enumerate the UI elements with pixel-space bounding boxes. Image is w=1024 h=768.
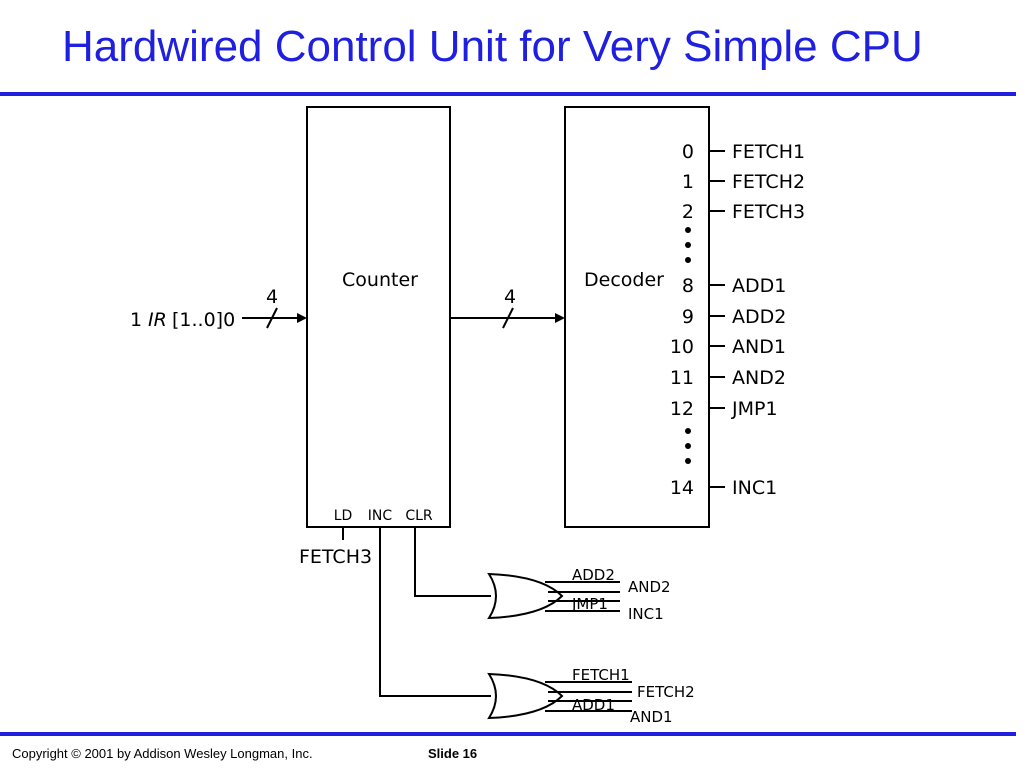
ellipsis-dot (685, 257, 691, 263)
output-signal: AND1 (732, 336, 786, 358)
gate-inc-input-label: ADD1 (572, 696, 615, 714)
gate-clr-input-label: ADD2 (572, 566, 615, 584)
output-signal: JMP1 (731, 398, 778, 420)
gate-inc-input-label: FETCH2 (637, 683, 695, 701)
title-divider (0, 92, 1016, 96)
output-index: 0 (682, 141, 694, 163)
footer-divider (0, 732, 1016, 736)
counter-pin-inc: INC (368, 508, 393, 524)
gate-clr-input-label: INC1 (628, 605, 664, 623)
copyright-text: Copyright © 2001 by Addison Wesley Longm… (12, 746, 313, 761)
output-index: 2 (682, 201, 694, 223)
slide-number: Slide 16 (428, 746, 478, 761)
input-prefix: 1 (130, 309, 142, 331)
output-index: 1 (682, 171, 694, 193)
output-index: 10 (670, 336, 694, 358)
output-index: 14 (670, 477, 694, 499)
output-index: 8 (682, 275, 694, 297)
ellipsis-dot (685, 227, 691, 233)
input-bus-width: 4 (266, 286, 278, 308)
input-arrowhead (297, 313, 307, 323)
output-index: 9 (682, 306, 694, 328)
input-bits: [1..0]0 (172, 309, 235, 331)
decoder-label: Decoder (584, 269, 664, 291)
ellipsis-dot (685, 428, 691, 434)
or-gate-inc (487, 672, 564, 720)
gate-clr-input-label: AND2 (628, 578, 671, 596)
ellipsis-dot (685, 242, 691, 248)
output-signal: FETCH3 (732, 201, 805, 223)
mid-arrowhead (555, 313, 565, 323)
gate-clr-input-label: JMP1 (571, 595, 608, 613)
input-bus-slash (266, 307, 278, 329)
inc-wire (379, 527, 491, 697)
ld-signal-label: FETCH3 (299, 546, 372, 568)
clr-wire (414, 527, 491, 597)
counter-pin-ld: LD (334, 508, 353, 524)
or-gate-clr (487, 572, 564, 620)
gate-inc-input-label: AND1 (630, 708, 673, 726)
slide-title: Hardwired Control Unit for Very Simple C… (62, 22, 923, 71)
input-ir: IR (148, 309, 167, 331)
mid-bus-slash (502, 307, 514, 329)
mid-bus-width: 4 (504, 286, 516, 308)
ellipsis-dot (685, 458, 691, 464)
output-index: 11 (670, 367, 694, 389)
output-signal: FETCH1 (732, 141, 805, 163)
ellipsis-dot (685, 443, 691, 449)
output-signal: AND2 (732, 367, 786, 389)
output-signal: ADD1 (732, 275, 786, 297)
gate-inc-input-label: FETCH1 (572, 666, 630, 684)
output-index: 12 (670, 398, 694, 420)
output-signal: ADD2 (732, 306, 786, 328)
counter-pin-clr: CLR (405, 508, 433, 524)
output-signal: FETCH2 (732, 171, 805, 193)
counter-box (306, 106, 451, 528)
output-signal: INC1 (732, 477, 777, 499)
counter-label: Counter (342, 269, 418, 291)
